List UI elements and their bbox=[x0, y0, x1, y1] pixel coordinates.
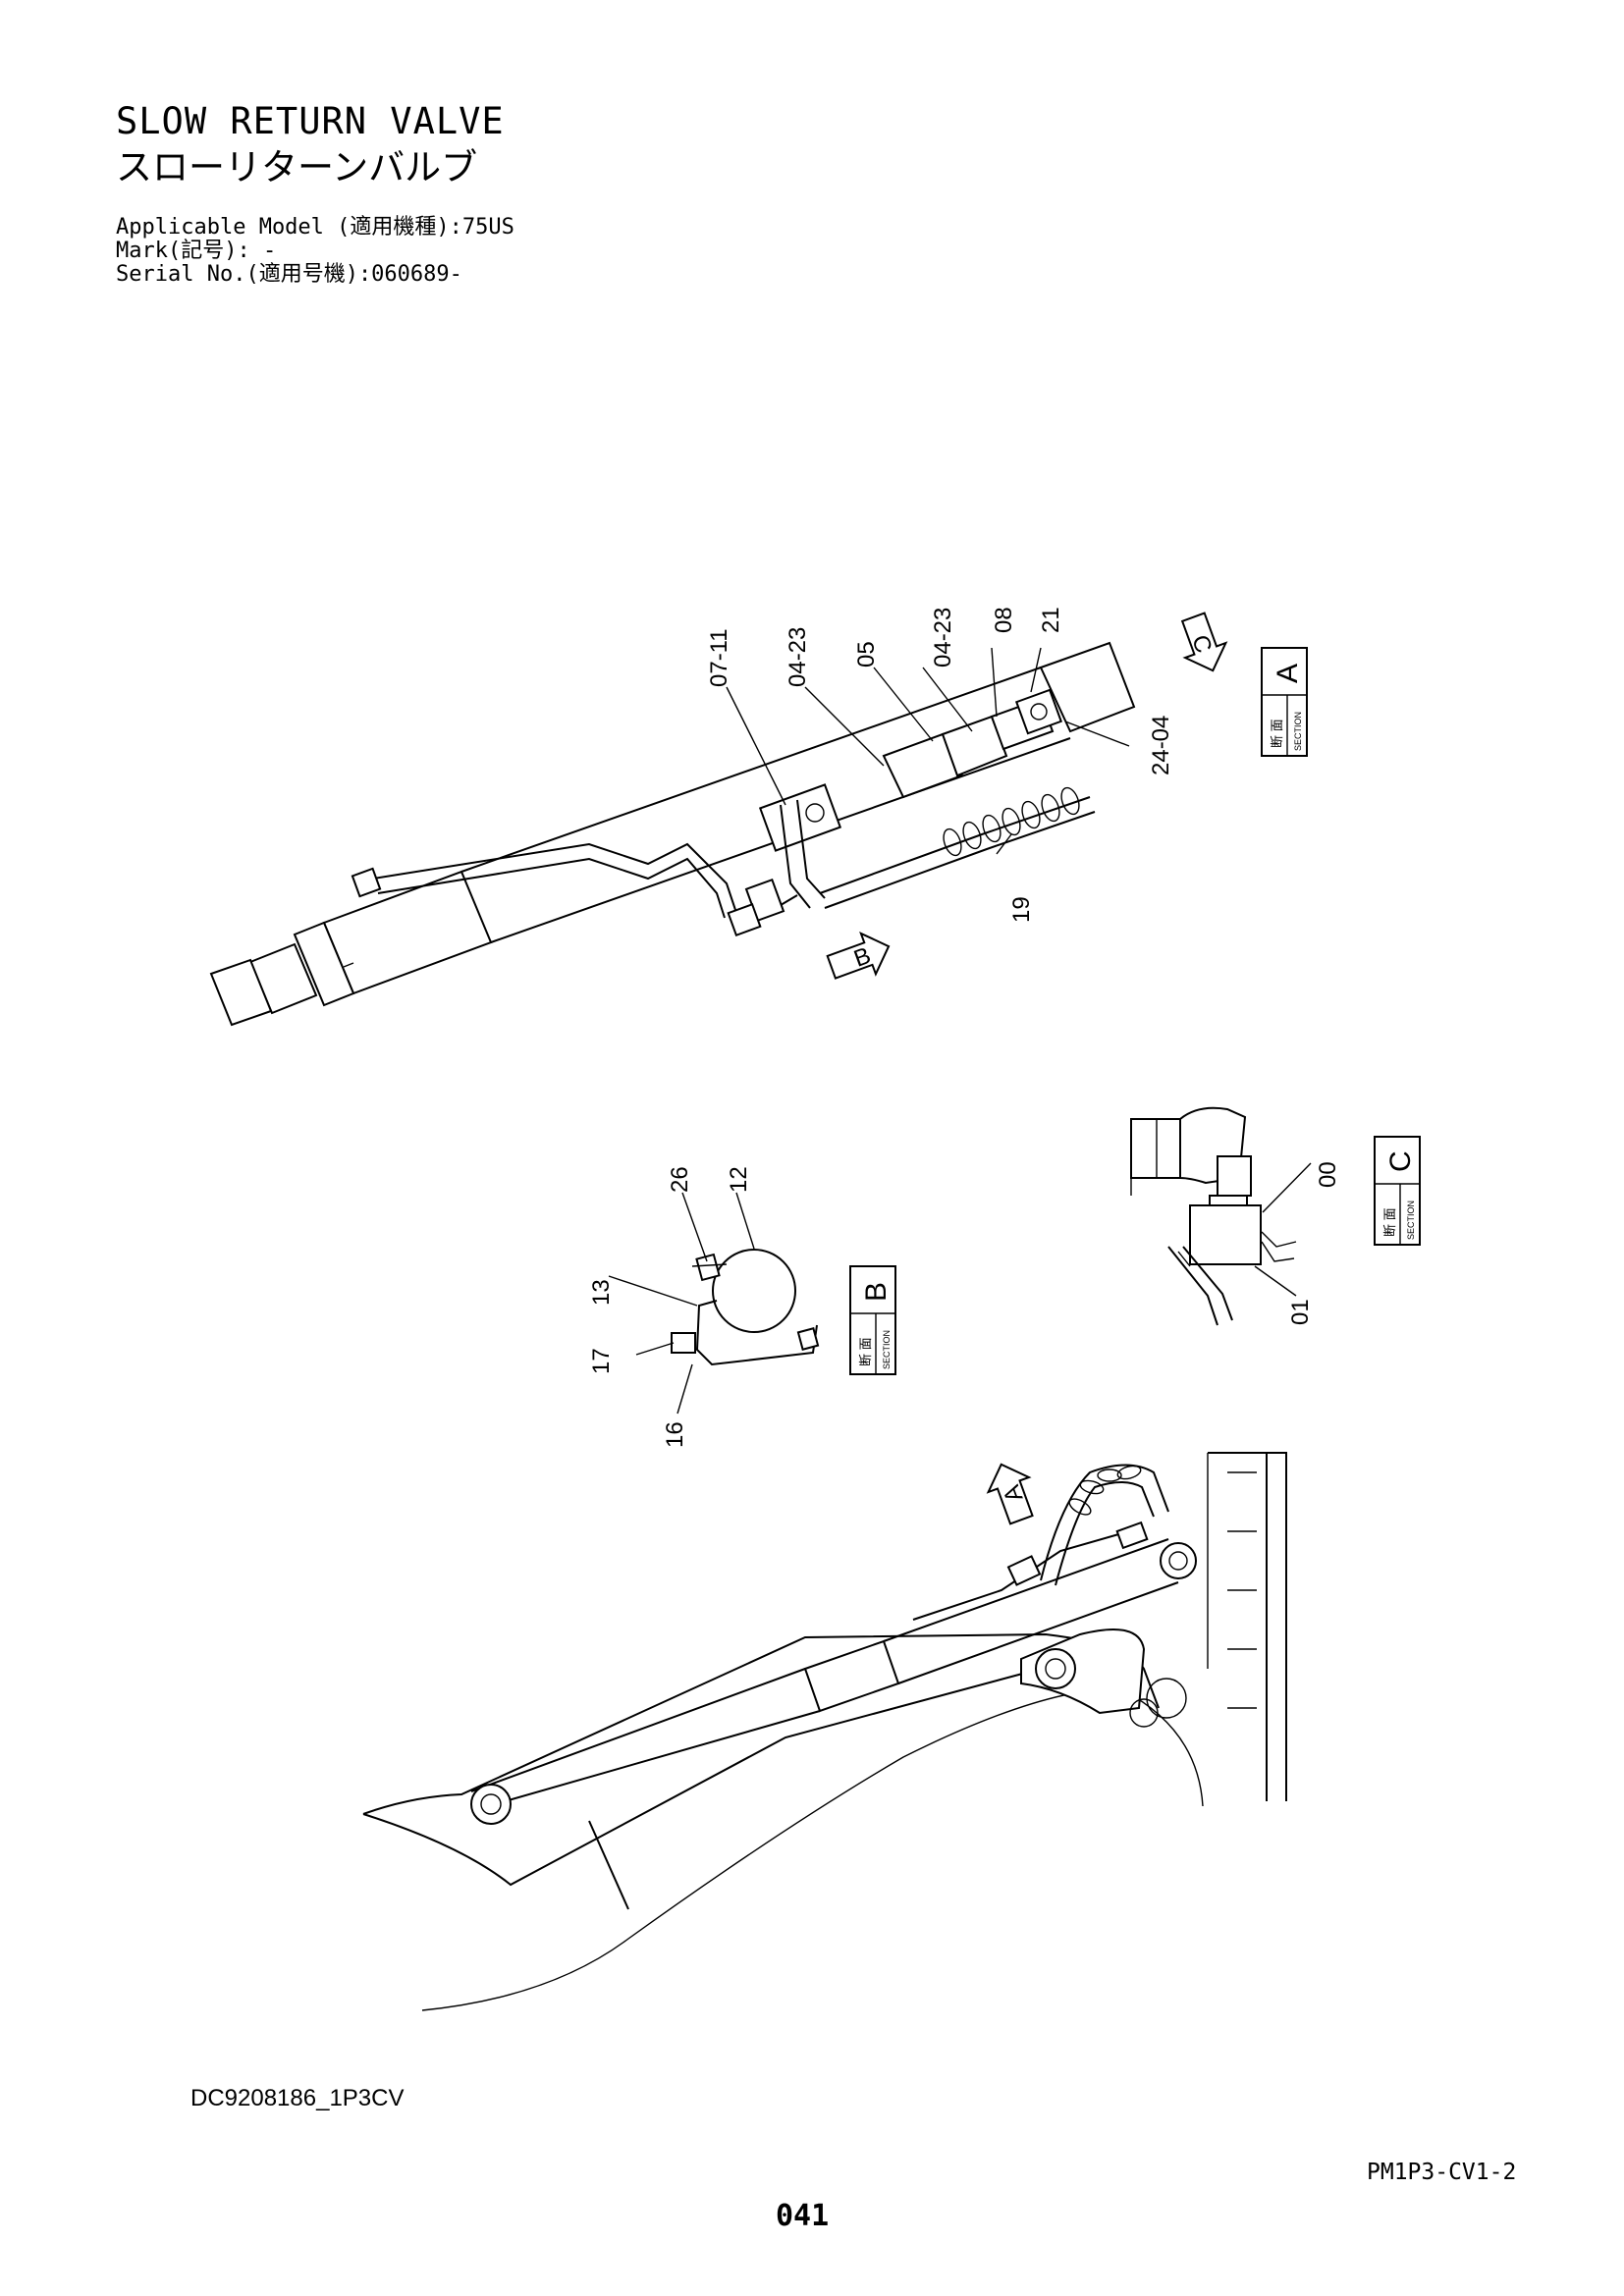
section-c-detail bbox=[1130, 1106, 1297, 1326]
callout-01: 01 bbox=[1287, 1299, 1314, 1325]
title-japanese: スローリターンバルブ bbox=[116, 146, 478, 188]
svg-text:A: A bbox=[1272, 664, 1304, 683]
callout-13: 13 bbox=[588, 1279, 615, 1306]
svg-text:B: B bbox=[860, 1282, 893, 1302]
callout-00: 00 bbox=[1315, 1161, 1341, 1188]
view-arrow-a: A bbox=[986, 1463, 1034, 1525]
mark: Mark(記号): - bbox=[116, 239, 277, 263]
applicable-model: Applicable Model (適用機種):75US bbox=[116, 215, 514, 240]
svg-text:SECTION: SECTION bbox=[882, 1330, 892, 1369]
callout-08: 08 bbox=[991, 607, 1017, 633]
svg-text:SECTION: SECTION bbox=[1293, 712, 1303, 751]
svg-text:断 面: 断 面 bbox=[1382, 1207, 1397, 1237]
leader-lines-upper bbox=[726, 647, 1130, 855]
section-b-clamp bbox=[671, 1249, 820, 1366]
callout-04-23a: 04-23 bbox=[785, 627, 811, 687]
callout-19: 19 bbox=[1008, 896, 1035, 923]
pm-code: PM1P3-CV1-2 bbox=[1367, 2160, 1517, 2185]
drawing-id: DC9208186_1P3CV bbox=[190, 2085, 405, 2111]
section-c-box: 断 面 SECTION C bbox=[1374, 1136, 1421, 1246]
page-number: 041 bbox=[776, 2199, 830, 2233]
title-english: SLOW RETURN VALVE bbox=[116, 100, 505, 142]
svg-text:C: C bbox=[1384, 1150, 1417, 1172]
view-arrow-b: B bbox=[826, 931, 891, 980]
cylinder-assembly bbox=[209, 641, 1136, 1027]
callout-12: 12 bbox=[726, 1166, 752, 1193]
callout-labels-b: 26 12 13 17 16 bbox=[588, 1166, 752, 1448]
callout-17: 17 bbox=[588, 1348, 615, 1374]
leader-lines-b bbox=[608, 1192, 755, 1415]
callout-26: 26 bbox=[667, 1166, 693, 1193]
leader-lines-c bbox=[1254, 1162, 1312, 1297]
callout-05: 05 bbox=[853, 641, 880, 667]
section-b-box: 断 面 SECTION B bbox=[849, 1265, 896, 1375]
callout-07-11: 07-11 bbox=[706, 628, 732, 687]
callout-24-04: 24-04 bbox=[1148, 716, 1174, 775]
serial-number: Serial No.(適用号機):060689- bbox=[116, 262, 462, 287]
callout-labels-upper: 07-11 04-23 05 04-23 08 21 24-04 19 bbox=[706, 607, 1174, 923]
svg-text:断 面: 断 面 bbox=[858, 1337, 873, 1366]
svg-text:断 面: 断 面 bbox=[1270, 719, 1284, 748]
section-a-box: 断 面 SECTION A bbox=[1261, 647, 1308, 757]
callout-21: 21 bbox=[1038, 607, 1064, 633]
callout-16: 16 bbox=[662, 1421, 688, 1448]
svg-text:SECTION: SECTION bbox=[1406, 1201, 1416, 1240]
view-arrow-c: C bbox=[1180, 612, 1228, 672]
callout-labels-c: 00 01 bbox=[1287, 1161, 1341, 1325]
boom-assembly bbox=[362, 1452, 1287, 2011]
callout-04-23b: 04-23 bbox=[930, 608, 956, 667]
